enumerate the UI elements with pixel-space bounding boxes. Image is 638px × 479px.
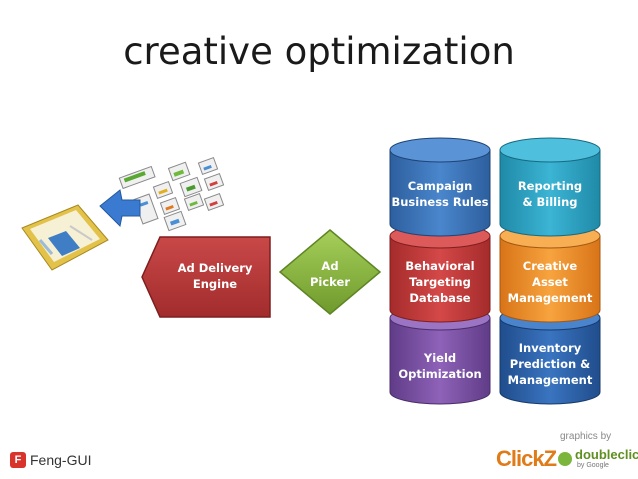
cylinder-reporting-billing: Reporting & Billing	[499, 137, 601, 237]
ad-delivery-engine-line2: Engine	[193, 277, 237, 291]
yield-line1: Yield	[423, 351, 456, 365]
campaign-line2: Business Rules	[391, 195, 488, 209]
clickz-logo: ClickZ	[496, 446, 557, 471]
behavioral-line1: Behavioral	[405, 259, 474, 273]
campaign-line1: Campaign	[408, 179, 473, 193]
inventory-line1: Inventory	[519, 341, 582, 355]
cylinder-creative-asset-management: Creative Asset Management	[499, 223, 601, 323]
browser-window-icon	[21, 204, 109, 271]
browser-ads-illustration	[21, 156, 225, 271]
inventory-line2: Prediction &	[510, 357, 590, 371]
doubleclick-logo: doubleclick	[575, 447, 638, 462]
reporting-line1: Reporting	[518, 179, 582, 193]
inventory-line3: Management	[508, 373, 593, 387]
ad-delivery-engine-shape: Ad Delivery Engine	[141, 236, 271, 318]
yield-line2: Optimization	[398, 367, 481, 381]
ad-delivery-engine-line1: Ad Delivery	[178, 261, 253, 275]
ad-picker-shape: Ad Picker	[278, 229, 382, 315]
cylinder-yield-optimization: Yield Optimization	[389, 305, 491, 405]
ad-thumbnails	[118, 156, 225, 232]
page-title: creative optimization	[123, 30, 515, 73]
doubleclick-by-google: by Google	[577, 462, 609, 469]
behavioral-line3: Database	[409, 291, 470, 305]
ad-picker-line1: Ad	[321, 259, 338, 273]
creative-line1: Creative	[523, 259, 578, 273]
reporting-line2: & Billing	[523, 195, 578, 209]
ad-picker-line2: Picker	[310, 275, 350, 289]
creative-line2: Asset	[532, 275, 568, 289]
doubleclick-logo-icon	[558, 452, 572, 466]
feng-gui-label: Feng-GUI	[30, 452, 92, 468]
feng-gui-logo-icon: F	[10, 452, 26, 468]
cylinder-campaign-business-rules: Campaign Business Rules	[389, 137, 491, 237]
blue-arrow-icon	[99, 189, 141, 228]
graphics-by-label: graphics by	[560, 431, 612, 442]
creative-line3: Management	[508, 291, 593, 305]
cylinder-behavioral-targeting: Behavioral Targeting Database	[389, 223, 491, 323]
behavioral-line2: Targeting	[409, 275, 471, 289]
